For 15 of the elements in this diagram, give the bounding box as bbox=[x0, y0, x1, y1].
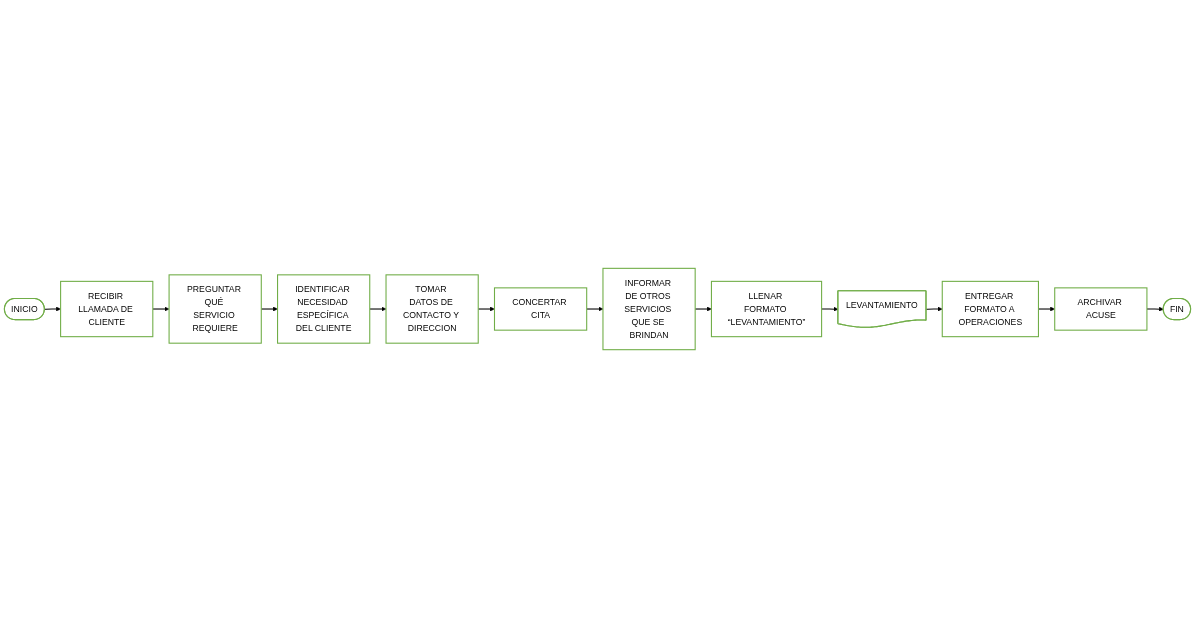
arrow bbox=[369, 306, 387, 312]
arrow bbox=[925, 306, 943, 312]
arrow bbox=[44, 306, 61, 312]
node-box: ENTREGAR FORMATO A OPERACIONES bbox=[941, 280, 1039, 338]
arrow bbox=[152, 306, 170, 312]
node-box: CONCERTAR CITA bbox=[493, 287, 588, 331]
node-box: TOMAR DATOS DE CONTACTO Y DIRECCION bbox=[385, 274, 479, 344]
arrow bbox=[821, 306, 839, 312]
node-box: RECIBIR LLAMADA DE CLIENTE bbox=[60, 280, 154, 338]
node-box: PREGUNTAR QUÉ SERVICIO REQUIERE bbox=[168, 274, 262, 344]
node-box: IDENTIFICAR NECESIDAD ESPECÍFICA DEL CLIENTE bbox=[277, 274, 371, 344]
node-box: LLENAR FORMATO “LEVANTAMIENTO” bbox=[710, 280, 823, 338]
node-box: INFORMAR DE OTROS SERVICIOS QUE SE BRINDAN bbox=[602, 267, 696, 351]
node-box: ARCHIVAR ACUSE bbox=[1054, 287, 1148, 331]
arrow bbox=[1146, 306, 1164, 312]
